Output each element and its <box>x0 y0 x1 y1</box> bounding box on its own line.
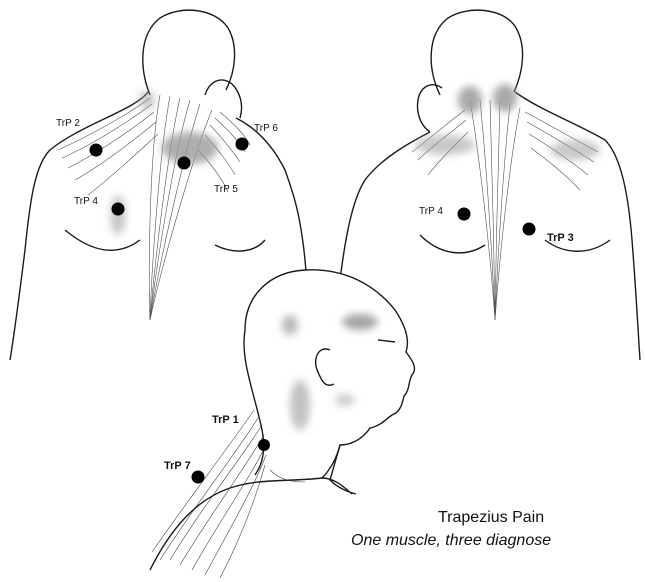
trp3-label: TrP 3 <box>547 232 574 244</box>
trp6-label: TrP 6 <box>254 123 278 134</box>
trp2-label: TrP 2 <box>56 118 80 129</box>
side-head-figure <box>150 270 414 570</box>
trp2-point <box>90 144 103 157</box>
side-head-outline <box>245 270 414 494</box>
right-pain-zones <box>415 84 600 160</box>
figure-subtitle: One muscle, three diagnose <box>351 532 551 550</box>
trp3-point <box>523 223 536 236</box>
shoulder-outline <box>150 478 352 570</box>
right-head-outline <box>431 10 522 95</box>
trp4b-point <box>458 208 471 221</box>
trp5-point <box>178 157 191 170</box>
left-trapezius-fibers <box>58 95 250 320</box>
trp7-point <box>192 471 205 484</box>
left-hand-outline <box>205 80 242 118</box>
trp4b-label: TrP 4 <box>419 206 443 217</box>
trp1-label: TrP 1 <box>212 414 239 426</box>
trp7-label: TrP 7 <box>164 460 191 472</box>
trp1-point <box>258 439 270 451</box>
left-head-outline <box>143 10 235 95</box>
figure-title: Trapezius Pain <box>438 509 544 527</box>
trp5-label: TrP 5 <box>214 184 238 195</box>
trp6-point <box>236 138 249 151</box>
trp4a-label: TrP 4 <box>74 196 98 207</box>
trp4a-point <box>112 203 125 216</box>
side-trapezius-fibers <box>152 410 305 578</box>
